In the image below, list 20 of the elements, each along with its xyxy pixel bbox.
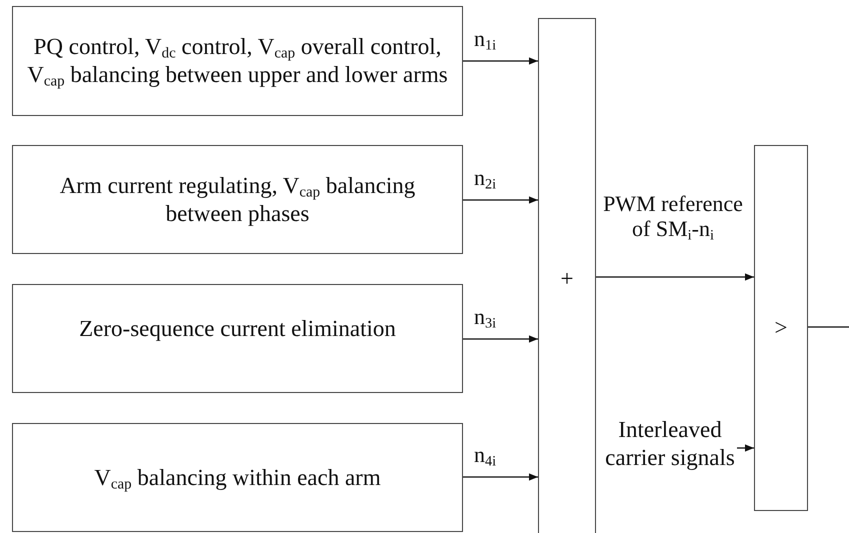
block-text: + — [560, 264, 574, 292]
control-block — [12, 284, 463, 393]
comparator-block — [754, 145, 808, 511]
control-block — [12, 423, 463, 532]
arrow — [737, 444, 754, 452]
block-text: > — [774, 314, 788, 342]
control-block — [12, 6, 463, 116]
summing-block — [538, 18, 596, 533]
block-text: V$_{cap}$ balancing within each arm — [94, 464, 381, 492]
output-line — [808, 326, 849, 328]
signal-label: Interleaved carrier signals — [604, 416, 736, 472]
control-block — [12, 145, 463, 254]
block-text: PQ control, V$_{dc}$ control, V$_{cap}$ overall control, V$_{cap}$ balancing between upper and lower arms — [26, 33, 449, 89]
arrow — [463, 196, 538, 204]
arrow — [463, 57, 538, 65]
arrow — [596, 273, 754, 281]
block-text: Zero-sequence current elimination — [79, 314, 396, 342]
block-text: Arm current regulating, V$_{cap}$ balancing between phases — [58, 172, 416, 228]
arrow — [463, 335, 538, 343]
arrow — [463, 473, 538, 481]
